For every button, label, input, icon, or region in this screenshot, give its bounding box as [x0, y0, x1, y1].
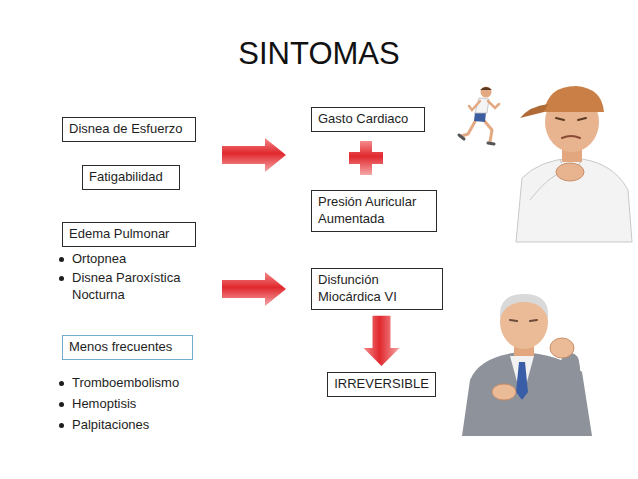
bullet-text: Hemoptisis	[72, 396, 136, 411]
symptom-box: Edema Pulmonar	[62, 222, 196, 247]
bullet-dot	[59, 423, 64, 428]
old-man-coughing-figure	[462, 294, 592, 436]
symptom-box: Disnea de Esfuerzo	[62, 117, 196, 142]
box-text: Fatigabilidad	[89, 169, 173, 186]
runner-figure	[459, 87, 499, 145]
symptom-box: Disfunción Miocárdica VI	[311, 268, 443, 310]
block-arrow	[222, 272, 286, 306]
symptom-box: IRREVERSIBLE	[327, 372, 436, 397]
symptom-box: Menos frecuentes	[62, 335, 193, 360]
bullet-dot	[59, 276, 64, 281]
block-arrow	[222, 138, 286, 172]
box-text: Edema Pulmonar	[69, 226, 189, 243]
block-arrow-connector	[364, 316, 400, 366]
box-text: Menos frecuentes	[69, 339, 186, 356]
box-text: Presión Auricular Aumentada	[318, 194, 430, 228]
bullet-text: Disnea Paroxística Nocturna	[72, 270, 180, 302]
slide-title: SINTOMAS	[0, 36, 638, 72]
box-text: IRREVERSIBLE	[334, 376, 429, 393]
man-chest-pain-figure	[516, 86, 632, 242]
bullet-text: Tromboembolismo	[72, 375, 179, 390]
bullet-item: Tromboembolismo	[56, 375, 179, 392]
bullet-item: Palpitaciones	[56, 417, 149, 434]
bullet-text: Palpitaciones	[72, 417, 149, 432]
box-text: Gasto Cardiaco	[318, 111, 418, 128]
bullet-dot	[59, 257, 64, 262]
box-text: Disnea de Esfuerzo	[69, 121, 189, 138]
bullet-dot	[59, 402, 64, 407]
symptom-box: Gasto Cardiaco	[311, 107, 425, 132]
bullet-dot	[59, 381, 64, 386]
plus-sign	[349, 141, 383, 175]
symptom-box: Fatigabilidad	[82, 165, 180, 190]
bullet-item: Ortopnea	[56, 251, 126, 268]
bullet-item: Hemoptisis	[56, 396, 136, 413]
box-text: Disfunción Miocárdica VI	[318, 272, 436, 306]
bullet-text: Ortopnea	[72, 251, 126, 266]
symptom-box: Presión Auricular Aumentada	[311, 190, 437, 232]
bullet-item: Disnea Paroxística Nocturna	[56, 270, 218, 304]
